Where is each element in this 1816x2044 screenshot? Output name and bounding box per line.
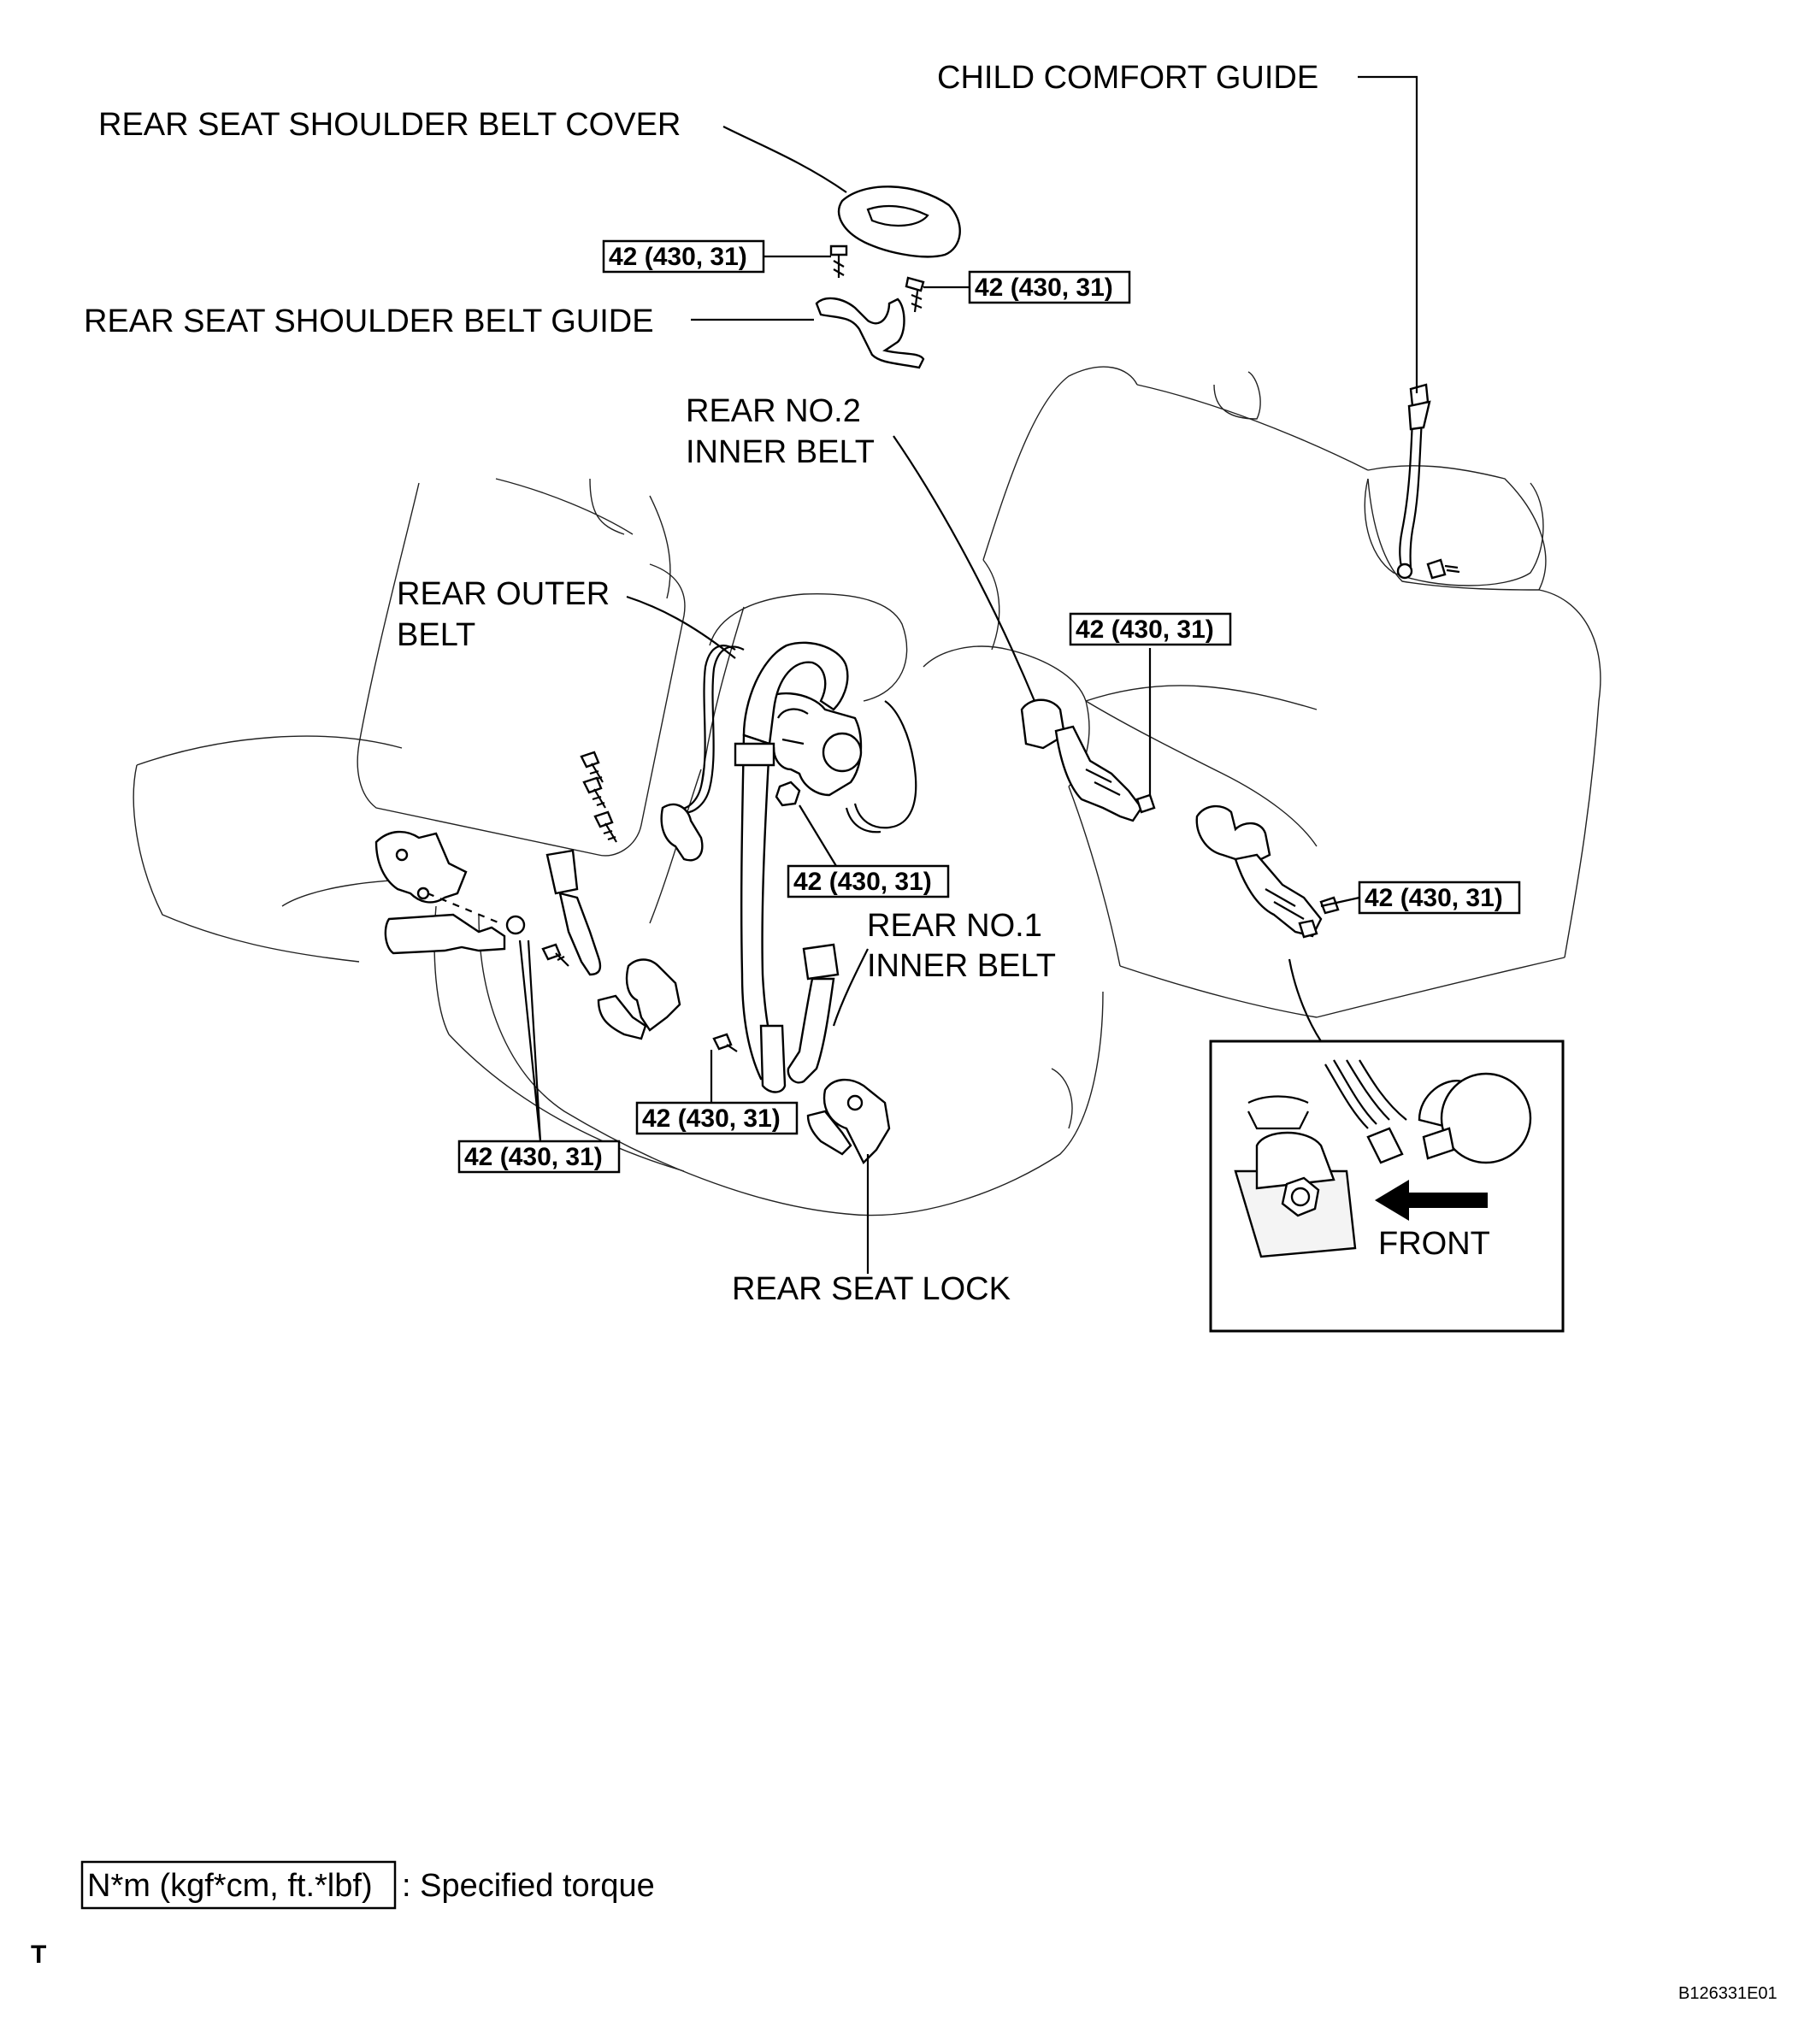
svg-text:42 (430, 31): 42 (430, 31) xyxy=(642,1104,781,1133)
svg-text:42 (430, 31): 42 (430, 31) xyxy=(464,1143,603,1171)
torque-spec-right-center: 42 (430, 31) xyxy=(1069,612,1232,646)
no1-inner-belt-part xyxy=(712,943,840,1084)
no1-inner-belt-label-line2: INNER BELT xyxy=(867,948,1056,984)
child-comfort-guide-label: CHILD COMFORT GUIDE xyxy=(937,60,1318,96)
outer-belt-label-line1: REAR OUTER xyxy=(397,576,610,612)
shoulder-belt-guide-part xyxy=(815,244,925,369)
legend-description: : Specified torque xyxy=(402,1868,655,1904)
svg-text:42 (430, 31): 42 (430, 31) xyxy=(609,243,747,271)
torque-spec-top-left: 42 (430, 31) xyxy=(602,239,765,274)
svg-text:42 (430, 31): 42 (430, 31) xyxy=(1076,616,1214,644)
rear-seat-lock-part xyxy=(806,1078,891,1165)
right-buckle-part xyxy=(1195,804,1340,939)
shoulder-belt-cover-part xyxy=(837,186,961,258)
no2-inner-belt-part xyxy=(1020,698,1156,822)
seat-lock-label: REAR SEAT LOCK xyxy=(732,1271,1011,1307)
left-buckle-part xyxy=(374,830,602,976)
front-arrow-icon xyxy=(1375,1180,1488,1221)
front-detail-inset xyxy=(1209,1040,1565,1333)
torque-spec-center: 42 (430, 31) xyxy=(787,864,950,898)
no1-inner-belt-label-line1: REAR NO.1 xyxy=(867,908,1042,944)
front-label: FRONT xyxy=(1378,1226,1490,1262)
torque-spec-right: 42 (430, 31) xyxy=(1358,881,1521,915)
center-seat-lock-part xyxy=(597,958,681,1040)
no2-inner-belt-label-line1: REAR NO.2 xyxy=(686,393,861,429)
torque-spec-top-right: 42 (430, 31) xyxy=(968,270,1131,304)
outer-belt-part xyxy=(660,641,917,1093)
shoulder-belt-cover-label: REAR SEAT SHOULDER BELT COVER xyxy=(98,107,681,143)
child-comfort-guide-part xyxy=(1396,383,1460,580)
torque-legend: N*m (kgf*cm, ft.*lbf) : Specified torque xyxy=(80,1860,655,1910)
corner-mark: T xyxy=(31,1941,46,1969)
leader-lines xyxy=(518,75,1418,1274)
svg-text:42 (430, 31): 42 (430, 31) xyxy=(793,868,932,896)
rear-seat-outline xyxy=(133,366,1601,1216)
svg-text:42 (430, 31): 42 (430, 31) xyxy=(1365,884,1503,912)
outer-belt-label-line2: BELT xyxy=(397,617,475,653)
torque-spec-left-bottom: 42 (430, 31) xyxy=(457,1140,621,1174)
legend-unit-text: N*m (kgf*cm, ft.*lbf) xyxy=(87,1868,373,1904)
no2-inner-belt-label-line2: INNER BELT xyxy=(686,434,875,470)
svg-text:42 (430, 31): 42 (430, 31) xyxy=(975,274,1113,302)
left-bolts-part xyxy=(541,751,617,967)
figure-code: B126331E01 xyxy=(1678,1984,1778,2003)
torque-spec-center-bottom: 42 (430, 31) xyxy=(635,1101,799,1135)
shoulder-belt-guide-label: REAR SEAT SHOULDER BELT GUIDE xyxy=(84,303,654,339)
